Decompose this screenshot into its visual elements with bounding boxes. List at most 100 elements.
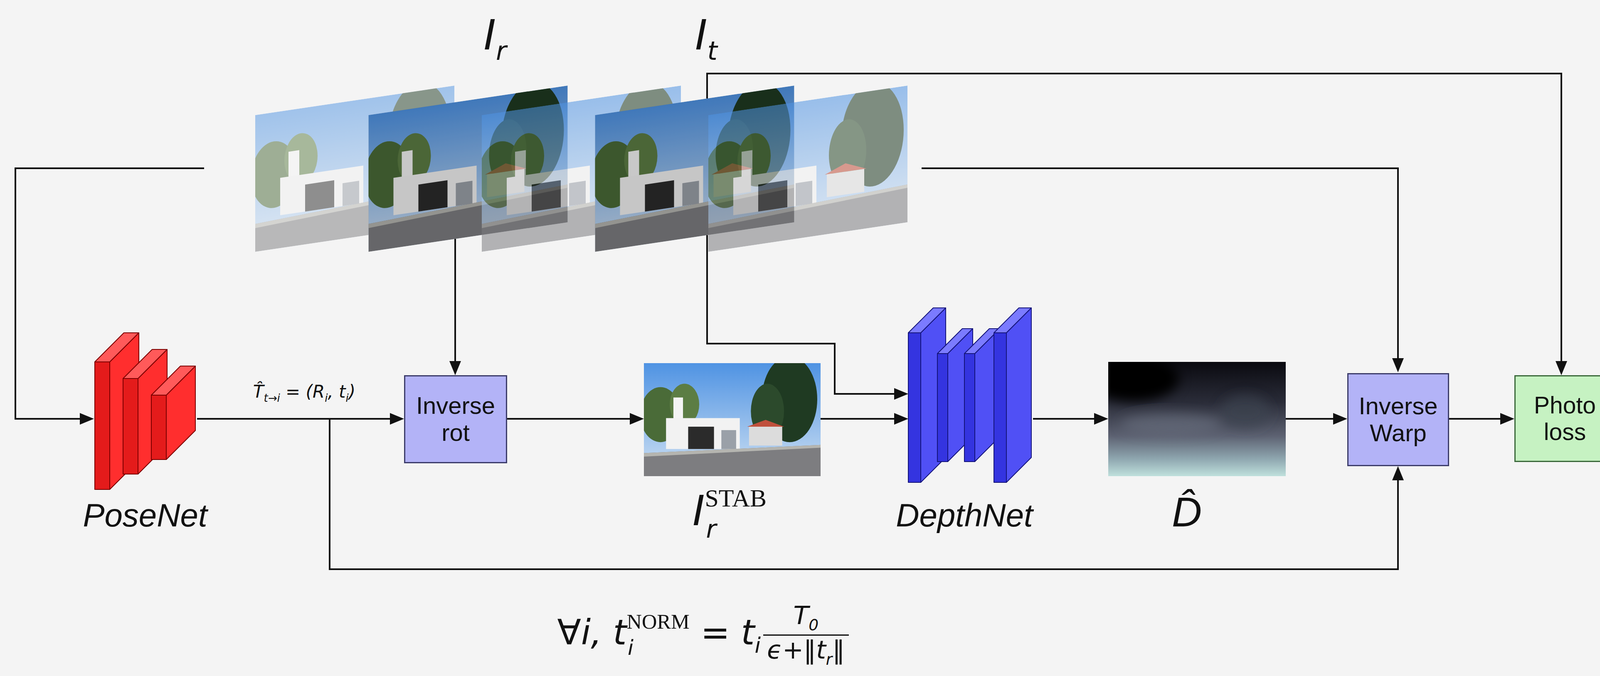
math-part: 0 — [808, 616, 819, 635]
math-part: T — [793, 601, 809, 631]
flow-line — [1032, 418, 1096, 420]
slab-front — [964, 353, 975, 462]
arrow-head — [449, 361, 462, 376]
slab-top — [993, 308, 1032, 333]
math-part: ) — [348, 381, 356, 402]
arrow-head — [79, 413, 94, 425]
slab-front — [123, 378, 139, 475]
math-part: T̂ — [253, 381, 264, 402]
math-part: rSTAB — [704, 504, 767, 530]
box-text: Photo loss — [1530, 392, 1600, 446]
loss-box: Photo loss — [1514, 375, 1600, 463]
math-part: , t — [327, 381, 346, 402]
flow-line — [707, 73, 1562, 363]
flow-line — [454, 239, 457, 363]
math-part: i — [627, 637, 634, 659]
math-part: r — [495, 35, 507, 67]
image-frame: It — [595, 85, 795, 252]
flow-line — [1449, 418, 1502, 420]
process-box: Inverse rot — [404, 375, 508, 464]
arrow-head — [1333, 413, 1348, 425]
depth-blobs — [1108, 362, 1271, 435]
math-part: NORM — [626, 610, 690, 634]
image-tile: IrSTAB — [643, 363, 821, 477]
node-label: It — [695, 10, 718, 67]
arrow-head — [1392, 466, 1404, 481]
flow-arrow — [507, 413, 644, 425]
slab-front — [151, 395, 167, 460]
math-part: i — [324, 392, 328, 405]
flow-arrow — [820, 413, 909, 425]
slab-top — [123, 349, 168, 379]
flow-line — [507, 418, 632, 420]
arrow-head — [1555, 361, 1568, 376]
slab-top — [151, 366, 196, 396]
slab-front — [94, 362, 110, 490]
math-part: T0 — [789, 601, 823, 635]
node-art — [643, 363, 821, 477]
node-label: Ir — [483, 10, 507, 67]
box-text: Inverse rot — [412, 392, 499, 447]
depth-blob — [1108, 362, 1179, 402]
math-part: t — [707, 35, 718, 67]
depth-map: D̂ — [1108, 362, 1286, 477]
node-label: IrSTAB — [692, 486, 767, 537]
edge-label: T̂t→i = (Ri, ti) — [253, 381, 356, 406]
slab-front — [937, 353, 948, 462]
math-part: = (R — [280, 381, 325, 402]
process-box: Inverse Warp — [1347, 373, 1450, 467]
math-part: T0ϵ+‖tr‖ — [763, 601, 849, 669]
depth-blob — [1120, 414, 1221, 435]
slab-front — [908, 332, 921, 483]
flow-arrow — [1032, 413, 1109, 425]
node-label: DepthNet — [895, 496, 1033, 535]
flow-arrow — [1449, 413, 1515, 425]
slab-top — [908, 308, 946, 333]
slab-front — [993, 332, 1007, 483]
math-part: I — [695, 10, 708, 60]
math-part: i — [345, 392, 349, 405]
math-part: t→i — [263, 392, 280, 405]
math-part: I — [692, 486, 706, 536]
node-art — [908, 308, 1033, 483]
math-part: r — [825, 650, 833, 669]
math-part: ϵ+‖tr‖ — [763, 634, 849, 669]
flow-line — [1285, 418, 1335, 420]
depth-blob — [1220, 395, 1271, 429]
flow-arrow — [1285, 413, 1348, 425]
wire — [921, 168, 1398, 360]
node-art — [94, 316, 198, 490]
formula: ∀i, tiNORM = t i T0ϵ+‖tr‖ — [557, 601, 851, 669]
math-part: ϵ+‖t — [766, 635, 826, 665]
node-label: PoseNet — [82, 496, 208, 535]
math-part: = t — [689, 612, 755, 654]
slab-top — [937, 328, 973, 354]
arrow-head — [1500, 413, 1515, 425]
network-block: DepthNet — [908, 308, 1033, 483]
frame-image — [704, 77, 908, 253]
arrow-head — [629, 413, 644, 425]
arrow-head — [1392, 358, 1404, 373]
node-art — [1108, 362, 1286, 477]
arrow-head — [389, 413, 405, 425]
math-part: ∀i, t — [557, 612, 627, 654]
video-frame — [704, 77, 908, 253]
math-part: r — [705, 516, 717, 542]
box-text: Inverse Warp — [1355, 392, 1441, 447]
math-part: STAB — [704, 484, 767, 513]
slab-top — [94, 332, 139, 363]
flow-arrow — [707, 73, 1568, 376]
flow-line — [820, 418, 896, 420]
arrow-head — [1094, 413, 1109, 425]
math-part: I — [483, 10, 497, 60]
network-block: PoseNet — [94, 316, 198, 490]
math-part: iNORM — [626, 627, 690, 649]
math-part: ‖ — [832, 635, 845, 665]
arrow-head — [894, 388, 909, 400]
flow-arrow — [449, 239, 462, 376]
stabilized-image — [640, 356, 821, 477]
image-frame: Ir — [368, 85, 568, 252]
